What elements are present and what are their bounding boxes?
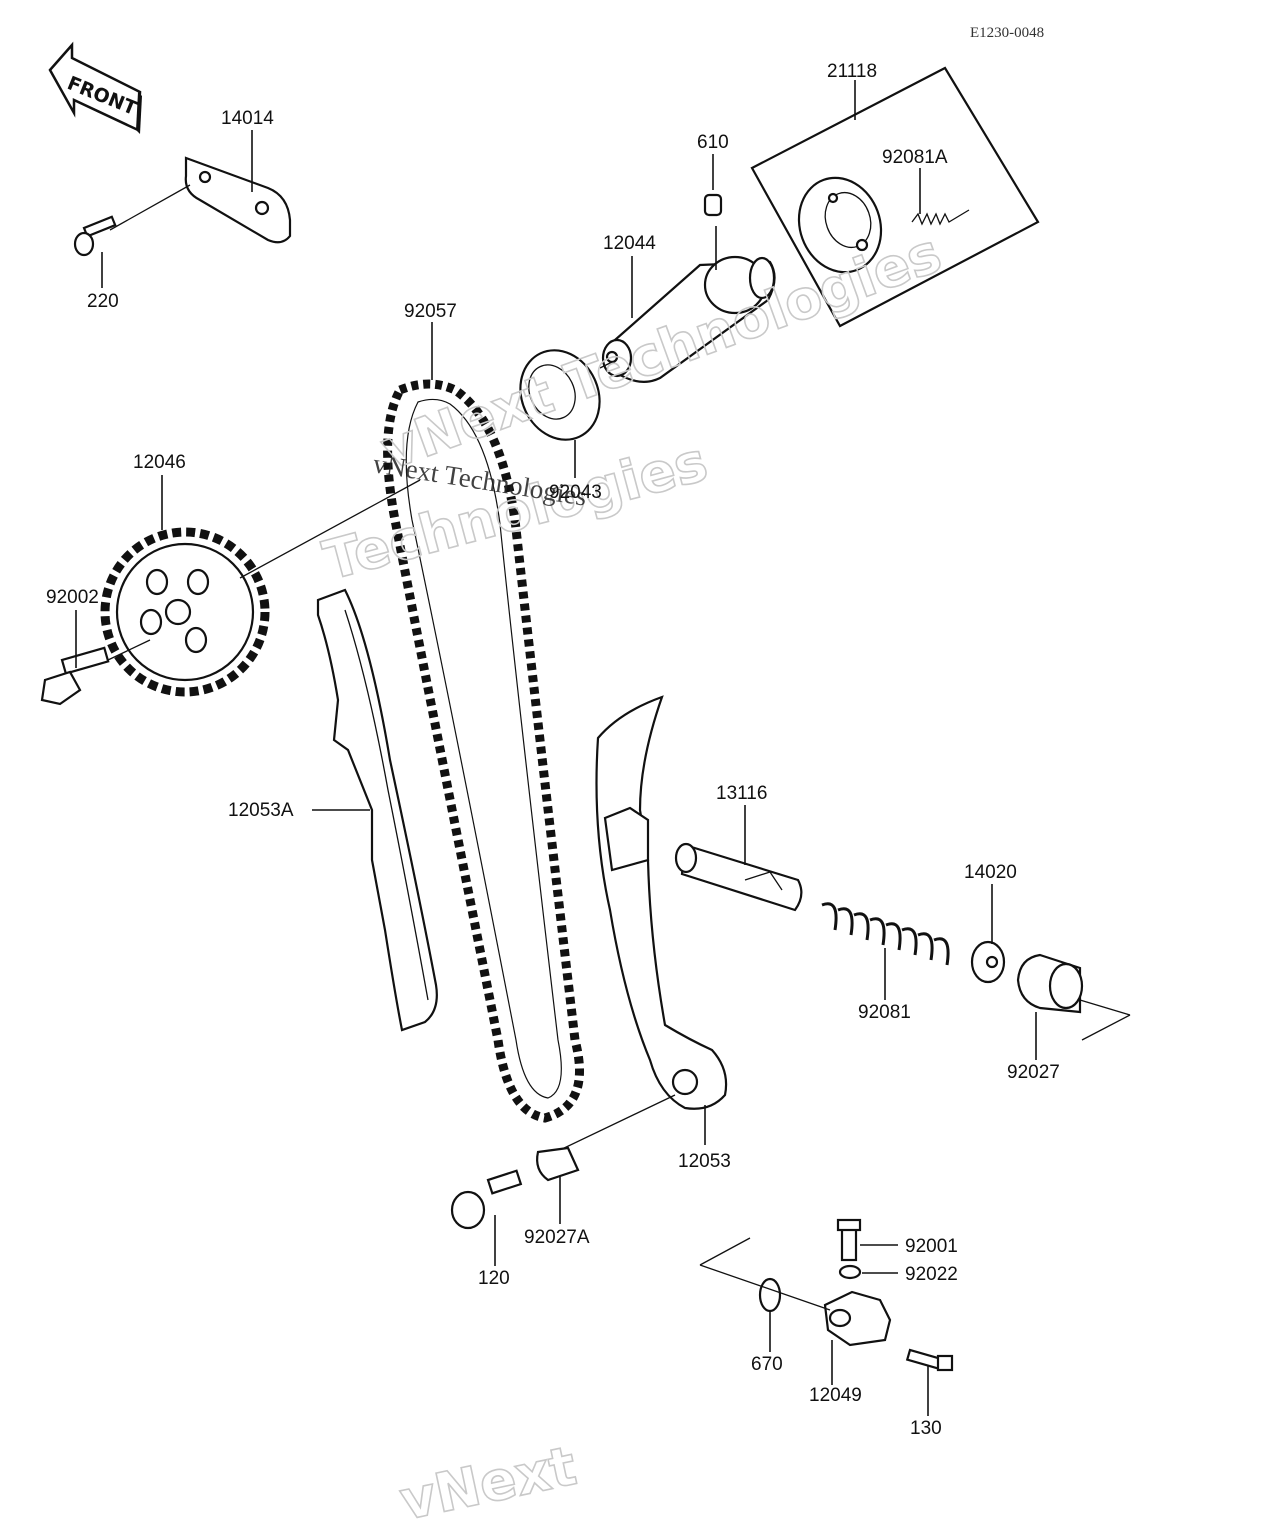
label-220: 220 [87, 291, 119, 312]
label-12053: 12053 [678, 1151, 731, 1172]
part-130-bolt [905, 1348, 954, 1372]
label-92001: 92001 [905, 1236, 958, 1257]
label-92027A: 92027A [524, 1227, 590, 1248]
reference-code: E1230-0048 [970, 25, 1044, 41]
label-92022: 92022 [905, 1264, 958, 1285]
part-92027A-collar [536, 1146, 580, 1182]
label-12049: 12049 [809, 1385, 862, 1406]
label-130: 130 [910, 1418, 942, 1439]
label-21118: 21118 [827, 61, 877, 82]
part-12053-tensioner-guide [595, 695, 728, 1110]
label-92043: 92043 [549, 482, 602, 503]
label-670: 670 [751, 1354, 783, 1375]
part-92002-bolt [40, 646, 110, 706]
part-92081-spring [821, 902, 950, 966]
part-92043-bearing [519, 349, 601, 441]
part-12053A-guide [316, 588, 438, 1032]
part-21118-assembly [750, 66, 1040, 328]
part-13116-pushrod [674, 842, 803, 912]
part-12049-tensioner-body [823, 1290, 892, 1347]
front-arrow-icon: FRONT [48, 41, 142, 134]
label-12053A: 12053A [228, 800, 294, 821]
part-610-dowel [703, 193, 723, 217]
part-92057-cam-chain [383, 379, 585, 1123]
label-92002: 92002 [46, 587, 99, 608]
part-220-screw [73, 215, 117, 257]
label-14014: 14014 [221, 108, 274, 129]
part-92027-collar [1016, 953, 1084, 1014]
label-12044: 12044 [603, 233, 656, 254]
watermark-4: vNext [395, 1434, 582, 1533]
label-12046: 12046 [133, 452, 186, 473]
label-14020: 14020 [964, 862, 1017, 883]
label-92027: 92027 [1007, 1062, 1060, 1083]
part-92001-bolt [836, 1218, 862, 1262]
part-12044-camshaft [601, 255, 776, 383]
part-120-bolt [450, 1169, 523, 1230]
part-14020-nut [970, 940, 1006, 984]
label-92081A: 92081A [882, 147, 948, 168]
part-14014-bracket [184, 156, 292, 244]
label-13116: 13116 [716, 783, 767, 804]
part-12046-sprocket [100, 527, 270, 697]
label-120: 120 [478, 1268, 510, 1289]
label-92057: 92057 [404, 301, 457, 322]
label-610: 610 [697, 132, 729, 153]
part-92022-washer [838, 1264, 862, 1280]
part-670-o-ring [758, 1277, 782, 1313]
label-92081: 92081 [858, 1002, 911, 1023]
